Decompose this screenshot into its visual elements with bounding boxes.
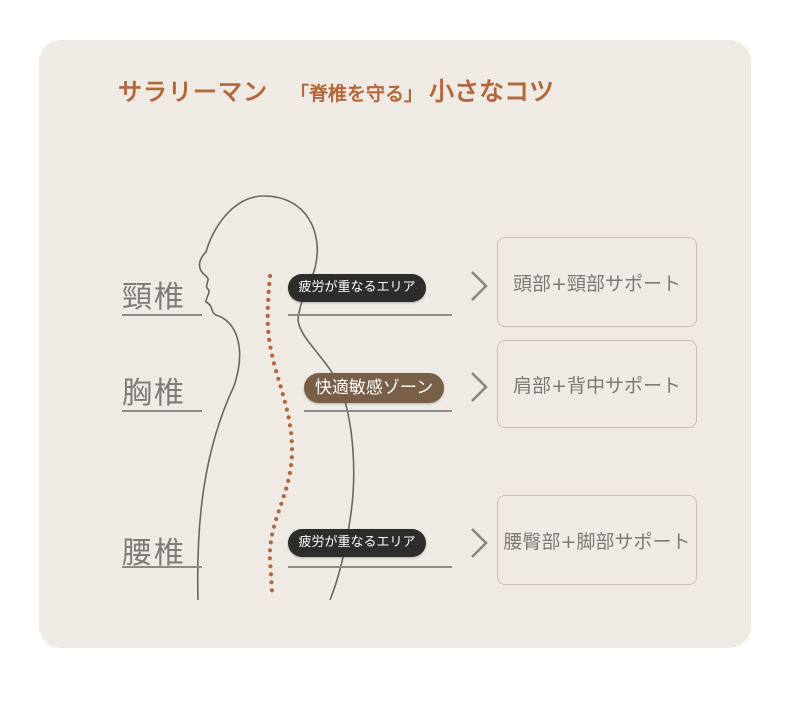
underline-tag-thoracic [304, 410, 452, 412]
spine-dot [277, 509, 281, 513]
spine-dot [289, 463, 293, 467]
spine-dot [290, 447, 294, 451]
label-thoracic: 胸椎 [122, 368, 186, 412]
spine-dot [268, 564, 272, 568]
spine-dot [288, 423, 292, 427]
spine-dot [285, 408, 289, 412]
spine-dot [270, 354, 274, 358]
spine-dot [287, 415, 291, 419]
spine-dot [270, 532, 274, 536]
spine-dot [267, 282, 271, 286]
spine-dot [284, 487, 288, 491]
spine-dot [288, 471, 292, 475]
spine-dot [281, 392, 285, 396]
support-cervical: 頭部+頸部サポート [513, 269, 681, 296]
spine-dot [269, 540, 273, 544]
spine-dot [267, 338, 271, 342]
chevron-right-icon [468, 270, 490, 302]
spine-dot [266, 306, 270, 310]
spine-dot [266, 314, 270, 318]
support-box-cervical: 頭部+頸部サポート [497, 237, 697, 327]
tag-cervical: 疲労が重なるエリア [288, 274, 426, 302]
spine-dot [279, 384, 283, 388]
tag-thoracic: 快適敏感ゾーン [304, 373, 444, 403]
spine-dot [274, 517, 278, 521]
spine-dot [268, 346, 272, 350]
spine-dot [269, 580, 273, 584]
spine-dot [279, 502, 283, 506]
spine-dot [272, 525, 276, 529]
underline-lumbar [122, 566, 202, 568]
label-cervical: 頸椎 [122, 272, 186, 316]
spine-dot [266, 298, 270, 302]
spine-dot [282, 494, 286, 498]
spine-dot [290, 455, 294, 459]
spine-dot [266, 322, 270, 326]
underline-tag-lumbar [288, 566, 452, 568]
spine-dot [290, 439, 294, 443]
underline-cervical [122, 314, 202, 316]
tag-lumbar: 疲労が重なるエリア [288, 529, 426, 557]
spine-dot [274, 369, 278, 373]
spine-dot [286, 479, 290, 483]
spine-dot [270, 588, 274, 592]
support-lumbar: 腰臀部+脚部サポート [504, 527, 691, 554]
spine-dot [268, 548, 272, 552]
chevron-right-icon [468, 527, 490, 559]
spine-dot [276, 377, 280, 381]
spine-dot [269, 572, 273, 576]
spine-dot [272, 361, 276, 365]
spine-dot [289, 431, 293, 435]
spine-dot [267, 290, 271, 294]
spine-dot [268, 274, 272, 278]
underline-thoracic [122, 410, 202, 412]
spine-dot [283, 400, 287, 404]
support-box-thoracic: 肩部+背中サポート [497, 340, 697, 428]
support-box-lumbar: 腰臀部+脚部サポート [497, 495, 697, 585]
support-thoracic: 肩部+背中サポート [513, 371, 681, 398]
spine-dot [266, 330, 270, 334]
underline-tag-cervical [288, 314, 452, 316]
chevron-right-icon [468, 371, 490, 403]
spine-dot [268, 556, 272, 560]
